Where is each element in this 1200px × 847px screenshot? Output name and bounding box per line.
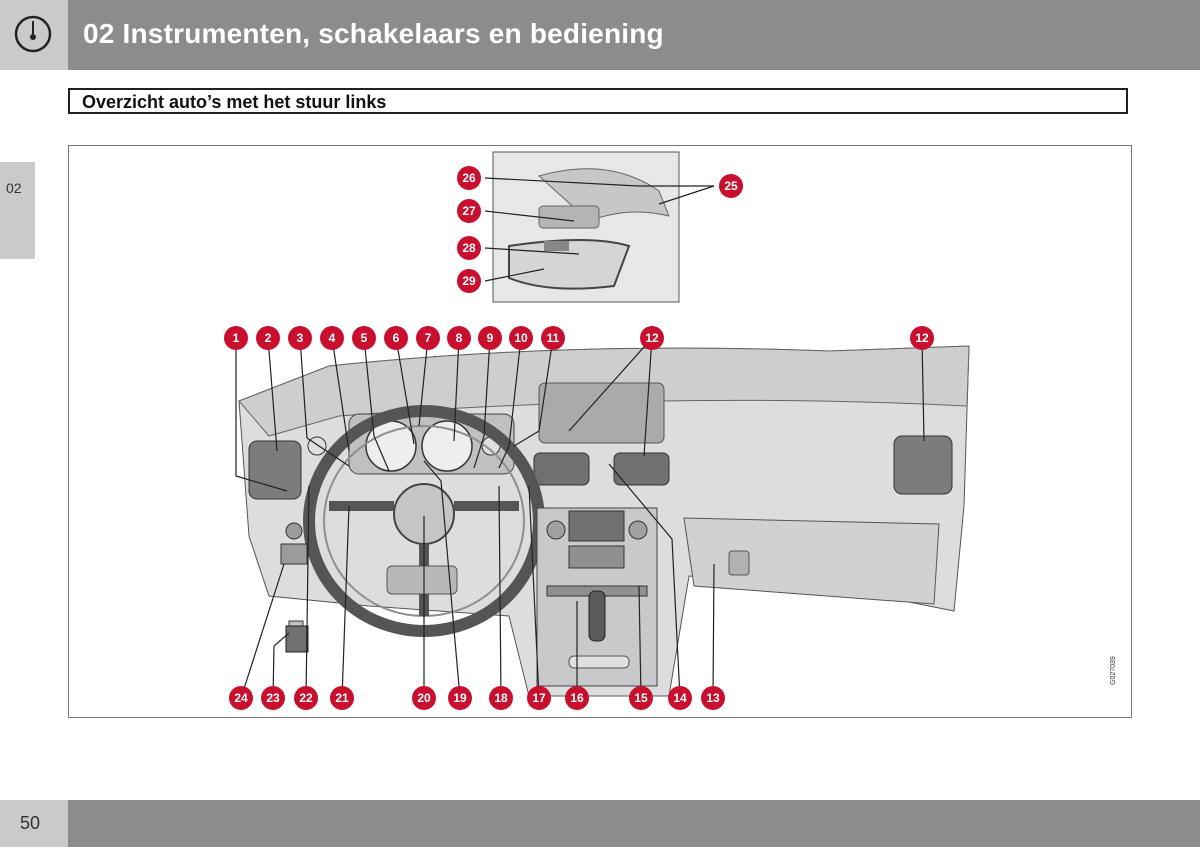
svg-text:20: 20	[417, 691, 431, 705]
callout-21: 21	[330, 686, 354, 710]
svg-text:27: 27	[462, 204, 476, 218]
svg-text:14: 14	[673, 691, 687, 705]
callout-11: 11	[541, 326, 565, 350]
svg-text:26: 26	[462, 171, 476, 185]
callout-26: 26	[457, 166, 481, 190]
svg-text:15: 15	[634, 691, 648, 705]
page-number: 50	[20, 813, 41, 833]
chapter-icon-box	[0, 0, 68, 70]
callout-25: 25	[719, 174, 743, 198]
side-tab-label: 02	[6, 180, 22, 196]
dashboard-drawing	[238, 345, 970, 697]
svg-text:7: 7	[425, 331, 432, 345]
svg-text:9: 9	[487, 331, 494, 345]
interior-mirror-inset	[492, 151, 680, 303]
callout-15: 15	[629, 686, 653, 710]
callout-8: 8	[447, 326, 471, 350]
svg-text:21: 21	[335, 691, 349, 705]
svg-text:6: 6	[393, 331, 400, 345]
page-number-box: 50	[0, 800, 68, 847]
callout-9: 9	[478, 326, 502, 350]
svg-text:11: 11	[547, 331, 560, 345]
svg-text:22: 22	[299, 691, 313, 705]
callout-24: 24	[229, 686, 253, 710]
callout-3: 3	[288, 326, 312, 350]
chapter-title: 02 Instrumenten, schakelaars en bedienin…	[83, 18, 664, 49]
callout-14: 14	[668, 686, 692, 710]
footer-bar	[68, 800, 1200, 847]
callout-6: 6	[384, 326, 408, 350]
callout-7: 7	[416, 326, 440, 350]
callout-12-center: 12	[640, 326, 664, 350]
callouts-top: 1 2 3 4 5 6 7 8 9 10 11 12 12	[224, 326, 934, 350]
callout-17: 17	[527, 686, 551, 710]
svg-text:17: 17	[532, 691, 546, 705]
svg-text:23: 23	[266, 691, 280, 705]
chapter-side-tab: 02	[0, 162, 35, 259]
svg-text:29: 29	[462, 274, 476, 288]
dashboard-overview-figure: 1 2 3 4 5 6 7 8 9 10 11 12 12 24 23 22 2…	[68, 145, 1132, 718]
svg-text:3: 3	[297, 331, 304, 345]
callout-16: 16	[565, 686, 589, 710]
section-title: Overzicht auto’s met het stuur links	[82, 92, 387, 112]
gauge-icon	[14, 15, 52, 53]
callout-5: 5	[352, 326, 376, 350]
callout-13: 13	[701, 686, 725, 710]
dashboard-illustration: 1 2 3 4 5 6 7 8 9 10 11 12 12 24 23 22 2…	[224, 151, 970, 710]
header-bar: 02 Instrumenten, schakelaars en bedienin…	[0, 0, 1200, 70]
svg-text:12: 12	[915, 331, 929, 345]
callouts-inset: 26 27 28 29 25	[457, 166, 743, 293]
callout-23: 23	[261, 686, 285, 710]
callout-10: 10	[509, 326, 533, 350]
svg-text:5: 5	[361, 331, 368, 345]
svg-text:10: 10	[514, 331, 528, 345]
callout-28: 28	[457, 236, 481, 260]
callout-2: 2	[256, 326, 280, 350]
callout-27: 27	[457, 199, 481, 223]
svg-text:25: 25	[724, 179, 738, 193]
callout-18: 18	[489, 686, 513, 710]
svg-text:18: 18	[494, 691, 508, 705]
svg-text:19: 19	[453, 691, 467, 705]
svg-text:24: 24	[234, 691, 248, 705]
callout-19: 19	[448, 686, 472, 710]
svg-text:1: 1	[233, 331, 240, 345]
callouts-bottom: 24 23 22 21 20 19 18 17 16 15 14 13	[229, 686, 725, 710]
svg-text:8: 8	[456, 331, 463, 345]
svg-text:2: 2	[265, 331, 272, 345]
callout-1: 1	[224, 326, 248, 350]
callout-29: 29	[457, 269, 481, 293]
svg-text:13: 13	[706, 691, 720, 705]
callout-22: 22	[294, 686, 318, 710]
svg-text:12: 12	[645, 331, 659, 345]
figure-reference-code: G027039	[1110, 656, 1117, 685]
callout-4: 4	[320, 326, 344, 350]
svg-text:4: 4	[329, 331, 336, 345]
callout-20: 20	[412, 686, 436, 710]
callout-leader-lines	[235, 177, 925, 699]
svg-text:16: 16	[570, 691, 584, 705]
svg-text:28: 28	[462, 241, 476, 255]
callout-12-right: 12	[910, 326, 934, 350]
section-title-box: Overzicht auto’s met het stuur links	[68, 88, 1128, 114]
